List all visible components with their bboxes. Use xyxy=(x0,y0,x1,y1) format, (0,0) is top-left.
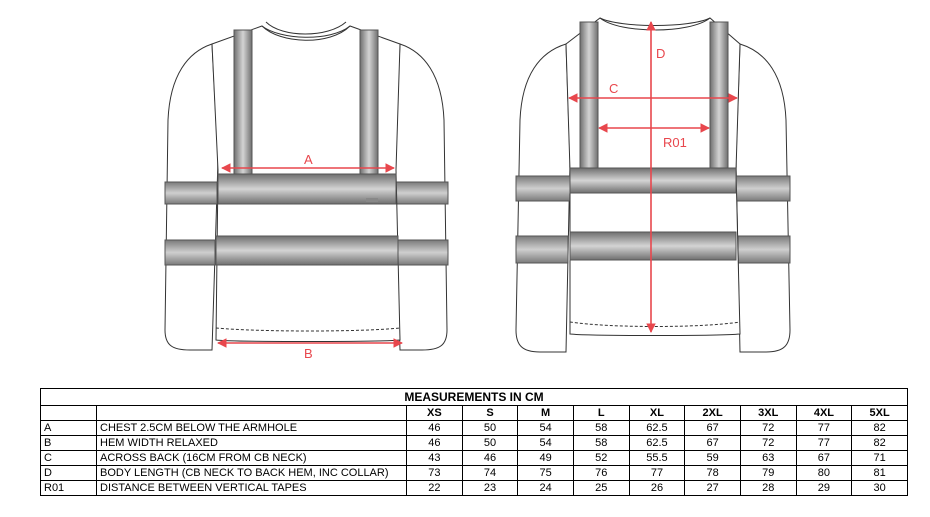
row-value: 72 xyxy=(739,435,797,451)
row-value: 52 xyxy=(572,450,630,466)
row-value: 46 xyxy=(406,420,463,436)
row-value: 58 xyxy=(572,420,630,436)
row-value: 46 xyxy=(406,435,463,451)
row-description: BODY LENGTH (CB NECK TO BACK HEM, INC CO… xyxy=(96,465,407,481)
row-value: 54 xyxy=(517,435,574,451)
row-value: 28 xyxy=(739,480,797,496)
header-blank-desc xyxy=(96,405,407,421)
row-description: ACROSS BACK (16CM FROM CB NECK) xyxy=(96,450,407,466)
row-value: 82 xyxy=(851,435,908,451)
row-value: 50 xyxy=(461,435,519,451)
row-value: 27 xyxy=(684,480,741,496)
size-header-4xl: 4XL xyxy=(795,405,853,421)
row-value: 67 xyxy=(684,420,741,436)
row-value: 77 xyxy=(628,465,686,481)
size-header-m: M xyxy=(517,405,574,421)
row-value: 75 xyxy=(517,465,574,481)
row-value: 59 xyxy=(684,450,741,466)
row-value: 43 xyxy=(406,450,463,466)
label-a: A xyxy=(304,152,313,167)
row-value: 74 xyxy=(461,465,519,481)
row-value: 62.5 xyxy=(628,435,686,451)
row-value: 67 xyxy=(795,450,853,466)
row-value: 72 xyxy=(739,420,797,436)
label-b: B xyxy=(304,346,313,361)
front-view xyxy=(164,21,449,351)
row-value: 55.5 xyxy=(628,450,686,466)
row-value: 81 xyxy=(851,465,908,481)
row-value: 62.5 xyxy=(628,420,686,436)
row-description: DISTANCE BETWEEN VERTICAL TAPES xyxy=(96,480,407,496)
row-value: 50 xyxy=(461,420,519,436)
row-value: 23 xyxy=(461,480,519,496)
row-value: 49 xyxy=(517,450,574,466)
row-value: 71 xyxy=(851,450,908,466)
table-title-row: MEASUREMENTS IN CM xyxy=(40,388,908,406)
row-value: 78 xyxy=(684,465,741,481)
back-view xyxy=(515,17,791,353)
row-value: 73 xyxy=(406,465,463,481)
row-value: 76 xyxy=(572,465,630,481)
row-code: A xyxy=(40,420,97,436)
label-c: C xyxy=(609,81,618,96)
row-value: 29 xyxy=(795,480,853,496)
table-title: MEASUREMENTS IN CM xyxy=(40,388,908,406)
label-d: D xyxy=(656,46,665,61)
row-value: 77 xyxy=(795,420,853,436)
row-value: 79 xyxy=(739,465,797,481)
row-value: 54 xyxy=(517,420,574,436)
size-header-xl: XL xyxy=(628,405,686,421)
row-value: 58 xyxy=(572,435,630,451)
header-blank-code xyxy=(40,405,97,421)
size-header-s: S xyxy=(461,405,519,421)
size-header-3xl: 3XL xyxy=(739,405,797,421)
size-header-l: L xyxy=(572,405,630,421)
row-value: 82 xyxy=(851,420,908,436)
row-code: R01 xyxy=(40,480,97,496)
row-code: B xyxy=(40,435,97,451)
row-value: 26 xyxy=(628,480,686,496)
row-value: 80 xyxy=(795,465,853,481)
size-header-xs: XS xyxy=(406,405,463,421)
size-header-5xl: 5XL xyxy=(851,405,908,421)
label-r01: R01 xyxy=(663,135,687,150)
row-value: 63 xyxy=(739,450,797,466)
row-value: 46 xyxy=(461,450,519,466)
row-description: HEM WIDTH RELAXED xyxy=(96,435,407,451)
row-description: CHEST 2.5CM BELOW THE ARMHOLE xyxy=(96,420,407,436)
row-value: 22 xyxy=(406,480,463,496)
row-value: 24 xyxy=(517,480,574,496)
row-value: 30 xyxy=(851,480,908,496)
row-value: 25 xyxy=(572,480,630,496)
row-value: 67 xyxy=(684,435,741,451)
row-code: D xyxy=(40,465,97,481)
size-header-2xl: 2XL xyxy=(684,405,741,421)
garment-diagrams: A B C D R01 xyxy=(164,17,791,361)
row-value: 77 xyxy=(795,435,853,451)
row-code: C xyxy=(40,450,97,466)
